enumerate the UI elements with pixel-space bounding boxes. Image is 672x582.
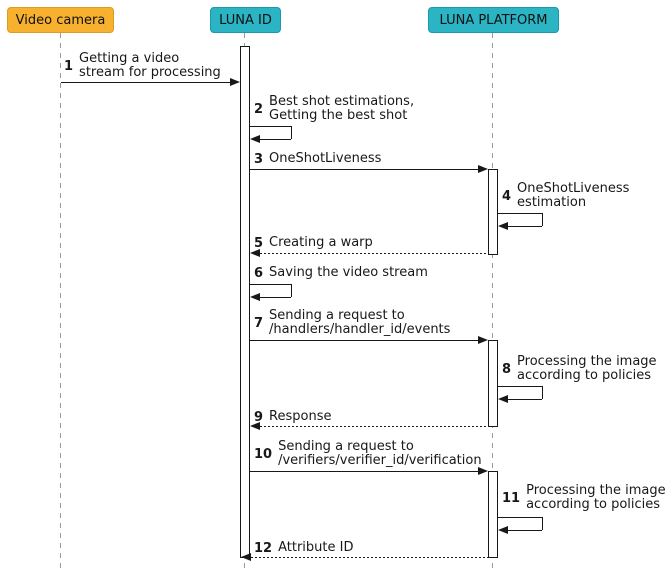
message-8-line-down [542, 386, 543, 399]
message-11-line-out [498, 517, 542, 518]
message-3-line [250, 169, 479, 170]
message-11-label: 11 Processing the image according to pol… [502, 483, 666, 513]
message-9-line [260, 426, 488, 427]
message-7-arrowhead [478, 336, 488, 344]
message-number: 6 [254, 266, 264, 281]
message-12-line [251, 557, 488, 558]
message-number: 5 [254, 236, 264, 251]
activation-luna-platform-1 [488, 169, 498, 255]
message-11-line-down [542, 517, 543, 530]
message-text: Sending a request to /verifiers/verifier… [278, 439, 482, 469]
message-text: Creating a warp [269, 235, 373, 251]
message-5-arrowhead [250, 249, 260, 257]
message-number: 11 [502, 490, 521, 506]
activation-luna-platform-3 [488, 471, 498, 558]
message-10-label: 10 Sending a request to /verifiers/verif… [254, 439, 482, 469]
message-12-arrowhead [241, 553, 251, 561]
message-text: Processing the image according to polici… [526, 483, 666, 513]
message-5-line [260, 253, 488, 254]
message-6-line-back [260, 297, 291, 298]
message-text: Processing the image according to polici… [517, 354, 657, 384]
message-number: 9 [254, 410, 264, 425]
message-1-label: 1 Getting a video stream for processing [64, 51, 221, 81]
message-text: Response [269, 409, 332, 425]
message-2-line-out [250, 126, 291, 127]
message-2-label: 2 Best shot estimations, Getting the bes… [254, 94, 415, 124]
message-8-line-back [508, 399, 542, 400]
message-11-line-back [508, 530, 542, 531]
message-text: OneShotLiveness [269, 151, 382, 167]
activation-luna-id [240, 46, 250, 558]
message-7-label: 7 Sending a request to /handlers/handler… [254, 308, 451, 338]
message-6-line-down [291, 284, 292, 297]
message-text: Saving the video stream [269, 265, 428, 281]
participant-luna-id: LUNA ID [210, 7, 281, 33]
message-8-line-out [498, 386, 542, 387]
message-number: 7 [254, 315, 264, 331]
participant-label: LUNA PLATFORM [439, 12, 548, 28]
message-text: Attribute ID [278, 540, 354, 556]
message-text: Sending a request to /handlers/handler_i… [269, 308, 451, 338]
lifeline-video-camera [60, 33, 61, 570]
message-6-line-out [250, 284, 291, 285]
message-5-label: 5 Creating a warp [254, 236, 373, 251]
message-4-line-down [542, 213, 543, 226]
participant-label: LUNA ID [219, 12, 272, 28]
message-text: Best shot estimations, Getting the best … [269, 94, 415, 124]
message-number: 1 [64, 58, 74, 74]
message-3-arrowhead [478, 165, 488, 173]
message-2-line-down [291, 126, 292, 139]
message-number: 4 [502, 188, 512, 204]
participant-label: Video camera [15, 12, 106, 28]
message-number: 2 [254, 101, 264, 117]
message-10-line [250, 471, 479, 472]
activation-luna-platform-2 [488, 340, 498, 427]
message-6-label: 6 Saving the video stream [254, 266, 428, 281]
message-1-arrowhead [230, 78, 240, 86]
message-4-line-back [508, 226, 542, 227]
message-number: 12 [254, 541, 273, 556]
message-6-arrowhead [250, 293, 260, 301]
participant-video-camera: Video camera [7, 7, 114, 33]
message-9-label: 9 Response [254, 410, 331, 425]
message-2-arrowhead [250, 135, 260, 143]
message-3-label: 3 OneShotLiveness [254, 152, 381, 167]
message-8-arrowhead [498, 395, 508, 403]
message-10-arrowhead [478, 467, 488, 475]
message-11-arrowhead [498, 526, 508, 534]
message-7-line [250, 340, 479, 341]
message-text: Getting a video stream for processing [79, 51, 221, 81]
lifeline-luna-platform [492, 33, 493, 570]
message-2-line-back [260, 139, 291, 140]
message-4-line-out [498, 213, 542, 214]
message-number: 8 [502, 361, 512, 377]
message-12-label: 12 Attribute ID [254, 541, 353, 556]
message-1-line [61, 82, 231, 83]
participant-luna-platform: LUNA PLATFORM [428, 7, 559, 33]
message-4-arrowhead [498, 222, 508, 230]
message-8-label: 8 Processing the image according to poli… [502, 354, 657, 384]
message-number: 10 [254, 446, 273, 462]
message-number: 3 [254, 152, 264, 167]
message-9-arrowhead [250, 422, 260, 430]
message-4-label: 4 OneShotLiveness estimation [502, 181, 630, 211]
message-text: OneShotLiveness estimation [517, 181, 630, 211]
